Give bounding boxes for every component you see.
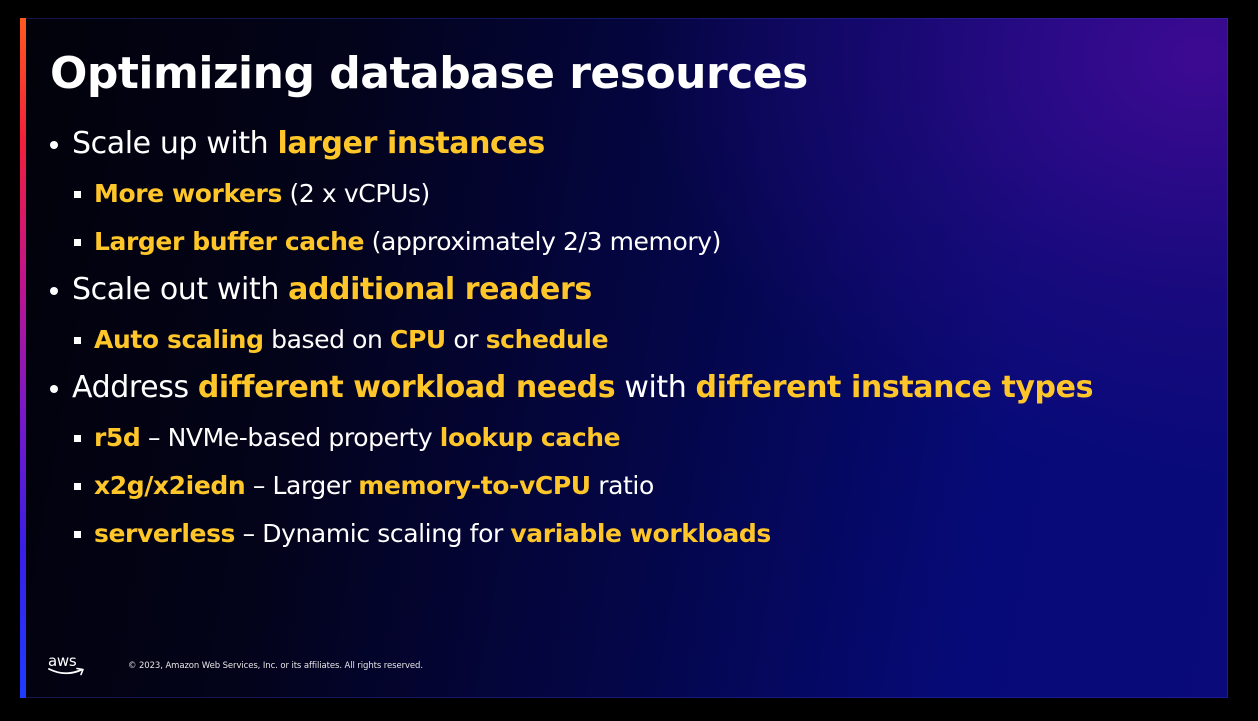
bullet-text: – Dynamic scaling for — [235, 519, 511, 548]
highlight-text: serverless — [94, 519, 236, 548]
highlight-text: x2g/x2iedn — [94, 471, 246, 500]
sub-bullet-more-workers: More workers (2 x vCPUs) — [50, 172, 1093, 220]
sub-bullet-x2g: x2g/x2iedn – Larger memory-to-vCPU ratio — [50, 464, 1093, 512]
aws-smile-arrow-icon — [48, 667, 84, 676]
bullet-text: – NVMe-based property — [140, 423, 440, 452]
highlight-text: More workers — [94, 179, 282, 208]
bullet-text: (2 x vCPUs) — [281, 179, 431, 208]
highlight-text: additional readers — [288, 272, 592, 307]
sub-bullet-auto-scaling: Auto scaling based on CPU or schedule — [50, 318, 1093, 366]
bullet-text: ratio — [590, 471, 654, 500]
square-bullet-icon — [74, 337, 81, 344]
aws-logo: aws — [48, 654, 88, 680]
square-bullet-icon — [74, 531, 81, 538]
sub-bullet-buffer-cache: Larger buffer cache (approximately 2/3 m… — [50, 220, 1093, 268]
highlight-text: r5d — [94, 423, 141, 452]
highlight-text: lookup cache — [439, 423, 621, 452]
bullet-scale-out: Scale out with additional readers — [50, 268, 1093, 318]
highlight-text: variable workloads — [510, 519, 771, 548]
aws-logo-text: aws — [48, 652, 77, 670]
copyright-notice: © 2023, Amazon Web Services, Inc. or its… — [128, 661, 423, 671]
highlight-text: Larger buffer cache — [94, 227, 365, 256]
bullet-text: or — [445, 325, 486, 354]
sub-bullet-r5d: r5d – NVMe-based property lookup cache — [50, 416, 1093, 464]
bullet-list: Scale up with larger instances More work… — [50, 122, 1093, 560]
sub-bullet-serverless: serverless – Dynamic scaling for variabl… — [50, 512, 1093, 560]
bullet-text: Scale out with — [72, 272, 289, 307]
bullet-scale-up: Scale up with larger instances — [50, 122, 1093, 172]
round-bullet-icon — [50, 141, 58, 149]
bullet-text: based on — [263, 325, 391, 354]
bullet-text: Address — [72, 370, 198, 405]
slide: Optimizing database resources Scale up w… — [20, 18, 1228, 698]
highlight-text: CPU — [390, 325, 446, 354]
round-bullet-icon — [50, 287, 58, 295]
bullet-text: Scale up with — [72, 126, 278, 161]
highlight-text: memory-to-vCPU — [358, 471, 591, 500]
round-bullet-icon — [50, 385, 58, 393]
square-bullet-icon — [74, 483, 81, 490]
highlight-text: different workload needs — [197, 370, 616, 405]
highlight-text: schedule — [485, 325, 609, 354]
bullet-text: – Larger — [245, 471, 359, 500]
bullet-text: with — [615, 370, 696, 405]
gradient-accent-bar — [20, 18, 26, 698]
highlight-text: Auto scaling — [94, 325, 264, 354]
bullet-workload-needs: Address different workload needs with di… — [50, 366, 1093, 416]
square-bullet-icon — [74, 239, 81, 246]
highlight-text: different instance types — [695, 370, 1094, 405]
square-bullet-icon — [74, 191, 81, 198]
slide-title: Optimizing database resources — [50, 48, 808, 99]
square-bullet-icon — [74, 435, 81, 442]
highlight-text: larger instances — [277, 126, 545, 161]
bullet-text: (approximately 2/3 memory) — [364, 227, 722, 256]
